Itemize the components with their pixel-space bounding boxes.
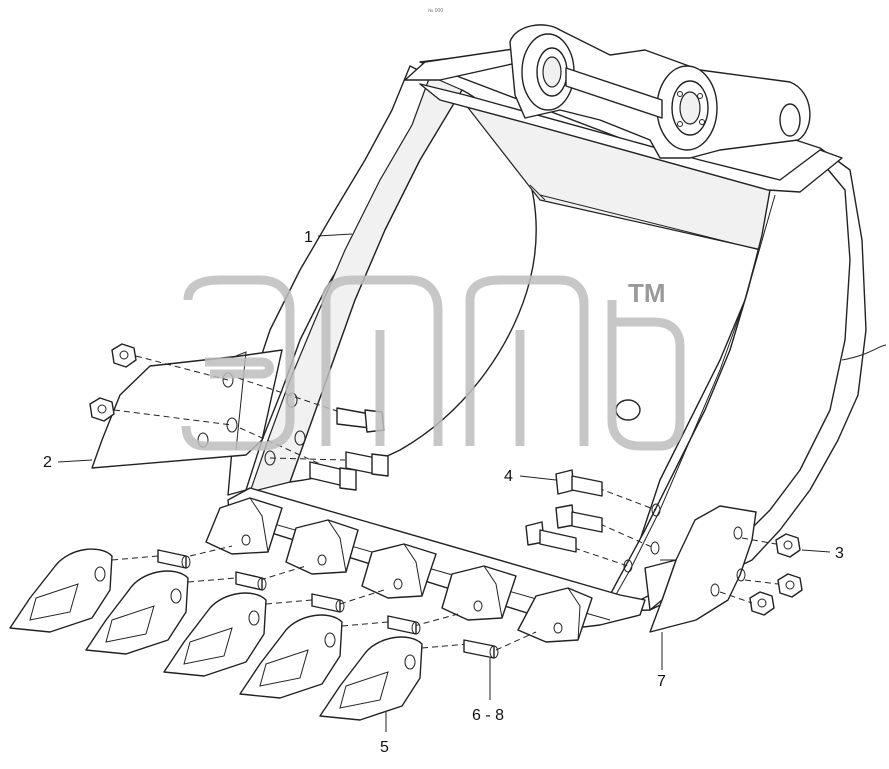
leader-lines [57,233,831,732]
tooth-pins [111,545,537,659]
top-note: № 000 [428,8,443,14]
side-cutter-right [623,503,803,633]
tooth-adapters [205,497,593,643]
callout-5: 5 [380,739,389,756]
callout-6-8: 6 - 8 [472,707,504,724]
callout-7: 7 [657,673,666,690]
callout-4: 4 [504,468,513,485]
teeth [9,548,423,721]
bucket-body [227,24,887,629]
bolts-right [525,469,657,567]
bolts-left [237,377,389,491]
callout-3: 3 [835,545,844,562]
watermark-tm: TM [628,278,666,308]
callout-labels: 1 2 3 4 5 6 - 8 7 [43,229,844,756]
callout-2: 2 [43,454,52,471]
callout-1: 1 [304,229,313,246]
watermark-logo: TM [181,275,685,451]
